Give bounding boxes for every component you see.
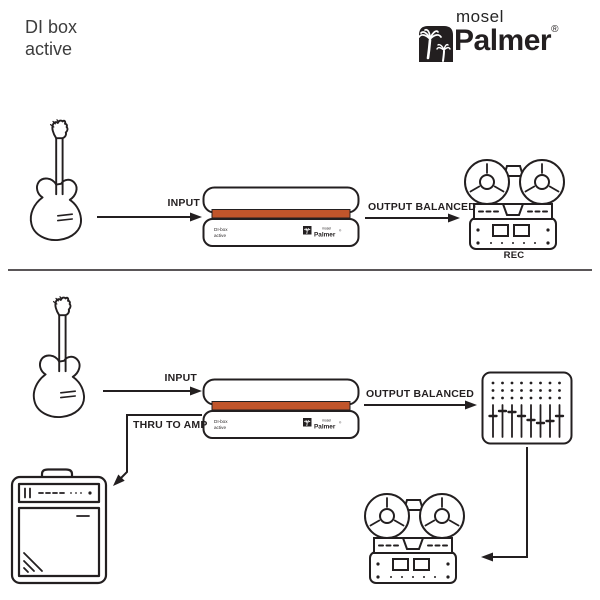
palmer-palm-icon: [418, 26, 453, 62]
recorder-rec-label: REC: [503, 250, 525, 261]
guitar-icon-bottom: [32, 296, 85, 418]
mixer-icon: [481, 371, 573, 445]
logo-mosel-text: mosel: [456, 7, 504, 26]
page-title: DI box active: [25, 16, 77, 60]
thru-to-amp-label: THRU TO AMP: [133, 419, 208, 431]
amplifier-icon: [10, 468, 108, 585]
di-box-registered: ®: [339, 229, 342, 233]
di-box-brand-small: mosel: [322, 227, 331, 231]
page-title-line2: active: [25, 39, 73, 59]
di-box-device-bottom: DI-box active mosel Palmer ®: [202, 378, 360, 439]
tape-recorder-icon-top: [464, 159, 565, 250]
output-balanced-label-top: OUTPUT BALANCED: [368, 201, 476, 213]
di-box-accent-stripe: [211, 209, 351, 219]
logo-registered-mark: ®: [551, 24, 558, 35]
di-box-brand-small: mosel: [322, 419, 331, 423]
di-box-model-label: DI-box: [214, 419, 228, 424]
output-balanced-label-bottom: OUTPUT BALANCED: [366, 388, 474, 400]
logo-palmer-text: Palmer®: [454, 24, 558, 58]
di-box-variant-label: active: [214, 425, 226, 430]
guitar-icon-top: [29, 119, 82, 241]
di-box-accent-stripe: [211, 401, 351, 411]
tape-recorder-icon-bottom: [364, 493, 465, 584]
arrow-thru-to-amp: [119, 414, 202, 480]
di-box-brand: Palmer: [314, 424, 336, 431]
di-box-registered: ®: [339, 421, 342, 425]
di-box-variant-label: active: [214, 233, 226, 238]
input-label-bottom: INPUT: [164, 372, 197, 384]
arrow-mixer-to-recorder: [490, 447, 528, 558]
page-title-line1: DI box: [25, 17, 78, 37]
di-box-brand: Palmer: [314, 232, 336, 239]
input-label-top: INPUT: [167, 197, 200, 209]
di-box-device-top: DI-box active mosel Palmer ®: [202, 186, 360, 247]
logo-palmer-word: Palmer: [454, 24, 552, 57]
di-box-model-label: DI-box: [214, 227, 228, 232]
